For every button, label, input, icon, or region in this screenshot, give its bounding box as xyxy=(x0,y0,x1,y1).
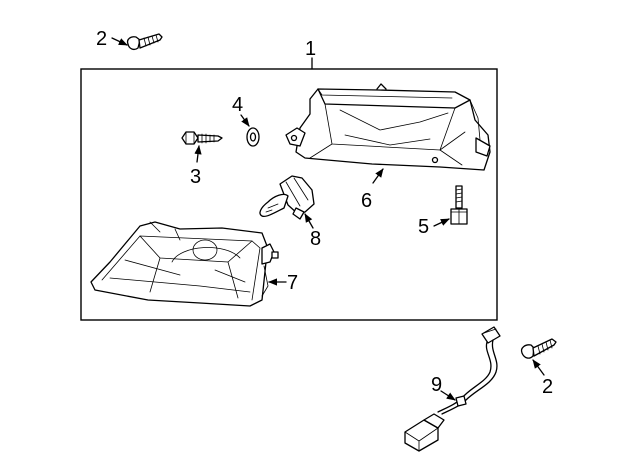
callout-7-label: 7 xyxy=(287,272,298,294)
headlamp-7: 7 xyxy=(90,221,298,307)
screw-2-bottom: 2 xyxy=(520,338,557,398)
washer-4: 4 xyxy=(232,94,260,147)
callout-8-label: 8 xyxy=(310,228,321,250)
callout-3-label: 3 xyxy=(190,166,201,188)
callout-5-label: 5 xyxy=(418,216,429,238)
screw-2-top: 2 xyxy=(96,28,163,51)
callout-9-label: 9 xyxy=(431,374,442,396)
bolt-5: 5 xyxy=(418,185,468,238)
callout-2-bottom-label: 2 xyxy=(542,376,553,398)
callout-1-label: 1 xyxy=(305,38,316,60)
screw-3: 3 xyxy=(181,131,223,188)
bulb-8: 8 xyxy=(259,175,321,250)
assembly-frame xyxy=(80,68,498,321)
housing-6: 6 xyxy=(285,83,491,212)
callout-2-top-label: 2 xyxy=(96,28,107,50)
callout-6-label: 6 xyxy=(361,190,372,212)
wire-harness-9: 9 xyxy=(404,326,501,452)
callout-1: 1 xyxy=(305,38,316,70)
callout-4-label: 4 xyxy=(232,94,243,116)
